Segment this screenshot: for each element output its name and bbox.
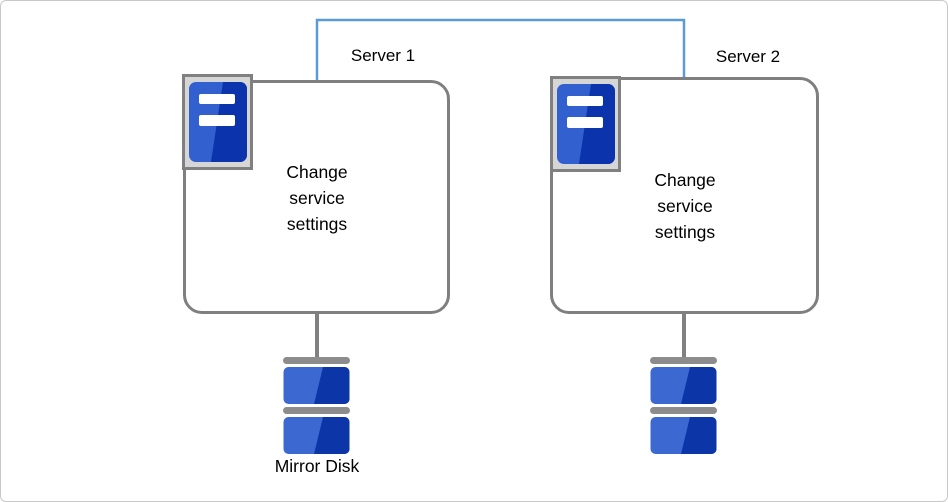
mirror-disk-icon	[283, 357, 350, 454]
server1-body-text: Change service settings	[286, 162, 348, 234]
server-tower-icon	[550, 76, 621, 172]
server1-label: Server 1	[350, 46, 416, 65]
server2-label: Server 2	[715, 47, 781, 66]
mirror-disk-icon	[650, 357, 717, 454]
server2-body-text: Change service settings	[654, 170, 716, 242]
mirror-disk-label: Mirror Disk	[274, 456, 360, 476]
server-tower-icon	[182, 74, 253, 170]
